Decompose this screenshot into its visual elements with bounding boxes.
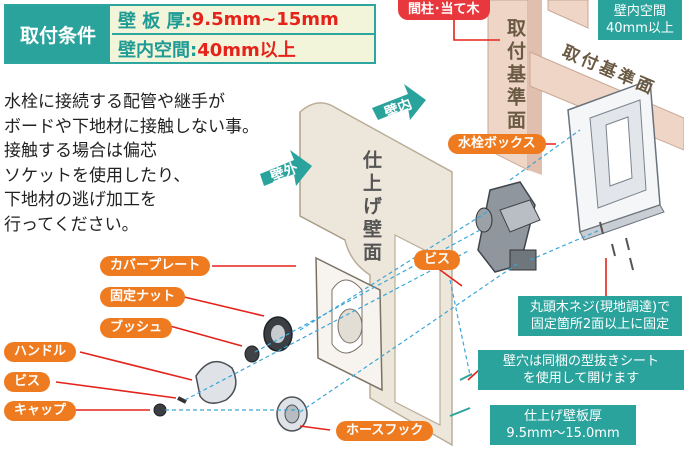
wood-screw-line-2: 固定箇所2面以上に固定	[530, 317, 670, 332]
wall-in-arrow	[372, 84, 426, 120]
label-bush: ブッシュ	[100, 318, 173, 338]
top-post	[547, 0, 589, 29]
fixing-nut-inner	[271, 325, 285, 343]
thickness-row: 壁 板 厚: 9.5mm~15mm	[112, 6, 374, 35]
cap	[153, 403, 167, 417]
note-line: 行ってください。	[4, 214, 139, 235]
label-cover-plate: カバープレート	[100, 256, 211, 276]
label-finish-thickness: 仕上げ壁板厚 9.5mm～15.0mm	[490, 405, 636, 445]
bush	[244, 345, 260, 363]
note-line: 水栓に接続する配管や継手が	[4, 92, 225, 112]
wood-screw-line-1: 丸頭木ネジ(現地調達)で	[529, 300, 671, 315]
note-line: 下地材の逃げ加工を	[4, 190, 157, 210]
wall-out-arrow	[260, 150, 312, 186]
screw-c	[625, 237, 630, 251]
note-line: ボードや下地材に接触しない事。	[4, 116, 259, 137]
space-row: 壁内空間: 40mm以上	[112, 35, 374, 62]
screw-b	[611, 243, 616, 257]
label-cap: キャップ	[4, 401, 77, 421]
thickness-key: 壁 板 厚:	[118, 10, 192, 32]
faucet-box	[567, 78, 665, 241]
note-line: 接触する場合は偏芯	[4, 141, 157, 161]
note-line: ソケットを使用したり、	[4, 165, 191, 186]
hose-hook-inner	[284, 404, 300, 424]
conditions-title: 取付条件	[6, 6, 110, 62]
thickness-marker	[449, 373, 473, 417]
finish-thickness-line-1: 仕上げ壁板厚	[523, 409, 602, 424]
space-value: 40mm以上	[197, 39, 296, 61]
faucet-valve	[475, 181, 541, 273]
finish-wall-edge	[299, 112, 346, 241]
wall-space-line-1: 壁内空間	[613, 4, 666, 19]
label-screw-1: ビス	[414, 250, 461, 270]
wall-hole-line-1: 壁穴は同梱の型抜きシート	[502, 354, 659, 369]
thickness-value: 9.5mm~15mm	[191, 9, 339, 30]
screw-a	[599, 221, 604, 235]
cover-plate-ring	[337, 308, 363, 344]
label-wall-space: 壁内空間 40mm以上	[598, 0, 682, 40]
label-handle: ハンドル	[4, 342, 77, 362]
mount-plane-vertical: 取付基準面	[504, 18, 526, 133]
label-faucet-box: 水栓ボックス	[448, 134, 546, 154]
finish-thickness-line-2: 9.5mm～15.0mm	[506, 426, 620, 441]
label-stud: 間柱･当て木	[398, 0, 490, 20]
wall-space-line-2: 40mm以上	[606, 21, 674, 36]
install-conditions-box: 取付条件 壁 板 厚: 9.5mm~15mm 壁内空間: 40mm以上	[4, 4, 376, 64]
screw	[177, 396, 187, 404]
handle	[195, 360, 237, 404]
label-fixing-nut: 固定ナット	[100, 287, 186, 307]
space-key: 壁内空間:	[118, 39, 198, 61]
label-wood-screw: 丸頭木ネジ(現地調達)で 固定箇所2面以上に固定	[518, 296, 682, 336]
label-screw-2: ビス	[4, 372, 51, 392]
label-wall-hole: 壁穴は同梱の型抜きシート を使用して開けます	[478, 350, 684, 390]
screw-d	[629, 257, 634, 271]
piping-note: 水栓に接続する配管や継手が ボードや下地材に接触しない事。 接触する場合は偏芯 …	[4, 90, 274, 237]
label-hose-hook: ホースフック	[336, 421, 434, 441]
finish-wall-label: 仕上げ壁面	[360, 150, 382, 265]
wall-hole-line-2: を使用して開けます	[522, 371, 640, 386]
